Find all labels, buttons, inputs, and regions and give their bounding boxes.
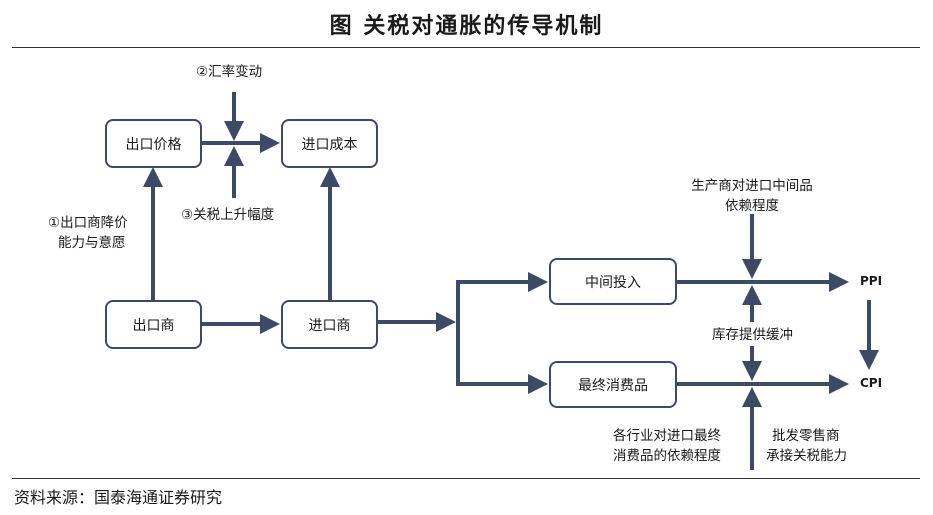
label-inventory: 库存提供缓冲 xyxy=(712,327,793,343)
label-wholesale-1: 批发零售商 xyxy=(772,428,840,444)
label-fx: ②汇率变动 xyxy=(196,64,263,80)
bottom-divider xyxy=(12,478,920,479)
label-industry-dependence-1: 各行业对进口最终 xyxy=(613,428,721,444)
node-import-cost: 进口成本 xyxy=(281,119,378,168)
label-producer-dependence-2: 依赖程度 xyxy=(725,198,779,214)
label-exporter-ability-1: ①出口商降价 xyxy=(48,215,128,231)
node-ppi: PPI xyxy=(860,274,883,288)
node-cpi: CPI xyxy=(860,376,883,390)
label-producer-dependence-1: 生产商对进口中间品 xyxy=(691,178,813,194)
node-importer: 进口商 xyxy=(281,300,378,349)
source-note: 资料来源：国泰海通证券研究 xyxy=(14,488,223,507)
label-tariff-rise: ③关税上升幅度 xyxy=(181,207,275,223)
label-exporter-ability-2: 能力与意愿 xyxy=(58,235,126,251)
node-final-consumer: 最终消费品 xyxy=(549,361,677,408)
node-intermediate: 中间投入 xyxy=(549,258,677,305)
label-industry-dependence-2: 消费品的依赖程度 xyxy=(613,448,721,464)
top-divider xyxy=(12,47,920,48)
label-wholesale-2: 承接关税能力 xyxy=(766,448,847,464)
node-exporter: 出口商 xyxy=(105,300,202,349)
node-export-price: 出口价格 xyxy=(105,119,202,168)
figure-title: 图 关税对通胀的传导机制 xyxy=(329,13,604,39)
